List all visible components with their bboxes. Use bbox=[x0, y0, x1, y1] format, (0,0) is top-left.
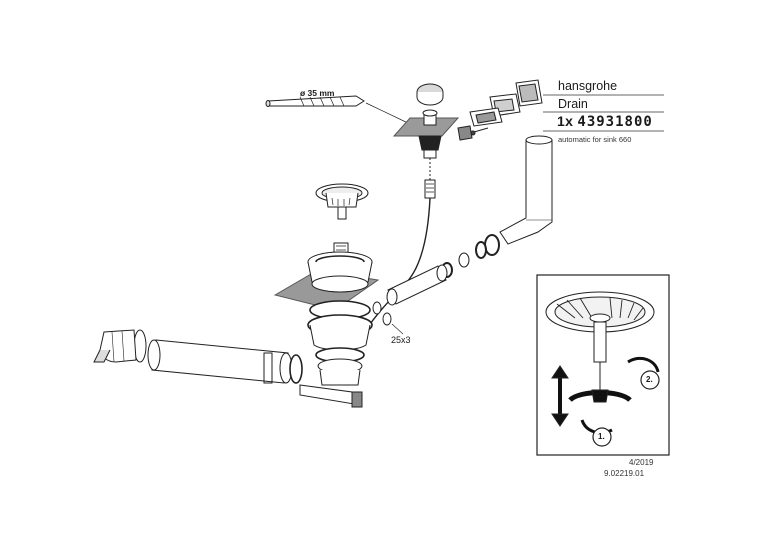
article-line: 1x 43931800 bbox=[557, 113, 653, 130]
title-block-lines bbox=[543, 94, 664, 132]
document-number: 9.02219.01 bbox=[604, 469, 645, 478]
quantity: 1x bbox=[557, 113, 574, 129]
revision-date: 4/2019 bbox=[629, 458, 654, 467]
basket-strainer bbox=[315, 183, 369, 256]
step-1-label: 1. bbox=[598, 432, 605, 441]
elbow-fitting bbox=[93, 329, 137, 363]
sink-cutout-panel bbox=[392, 117, 460, 137]
drill-bit bbox=[265, 95, 411, 125]
article-number: 43931800 bbox=[577, 114, 653, 130]
detail-frame bbox=[536, 274, 670, 456]
product-note: automatic for sink 660 bbox=[558, 135, 632, 144]
step-2-label: 2. bbox=[646, 375, 653, 384]
overflow-nut bbox=[441, 234, 500, 278]
brand-name: hansgrohe bbox=[558, 79, 618, 93]
overflow-pipe bbox=[499, 135, 553, 245]
control-knob-assembly bbox=[416, 83, 444, 199]
waste-pipe bbox=[133, 329, 303, 384]
overflow-cover bbox=[457, 79, 543, 141]
drain-body bbox=[273, 251, 380, 408]
hose-dimension-label: 25x3 bbox=[391, 335, 411, 345]
drill-size-label: ø 35 mm bbox=[300, 88, 335, 98]
product-name: Drain bbox=[558, 97, 588, 111]
overflow-hose bbox=[372, 264, 448, 335]
